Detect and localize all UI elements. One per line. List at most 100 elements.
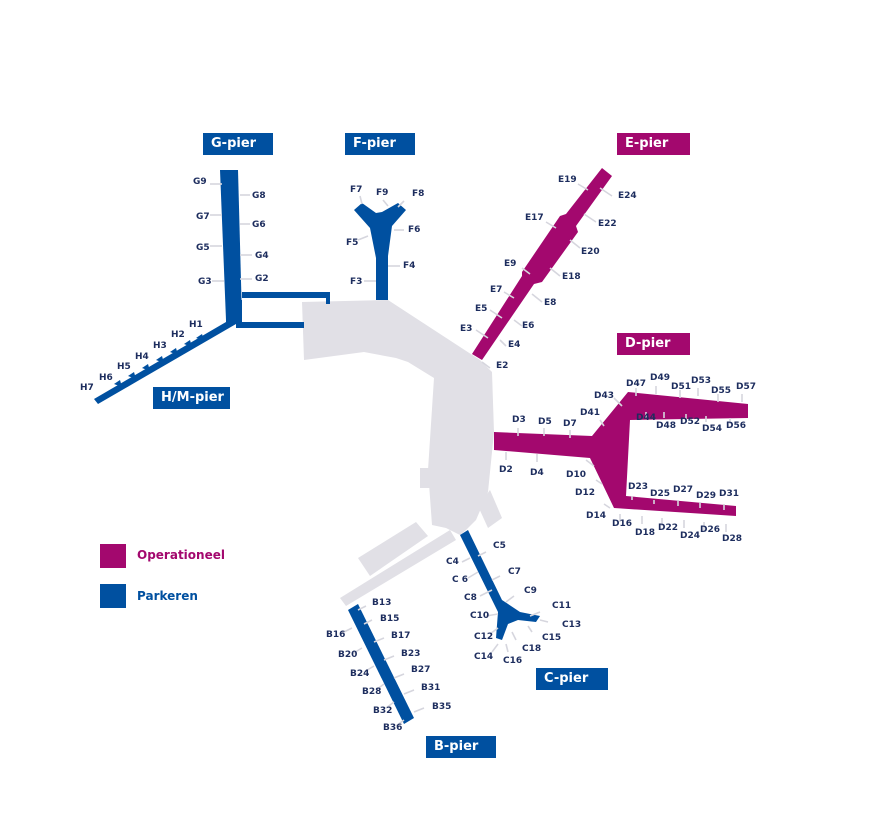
gate-label[interactable]: D26 [700, 525, 720, 535]
gate-label[interactable]: D43 [594, 391, 614, 401]
gate-label[interactable]: D7 [563, 419, 577, 429]
gate-label[interactable]: G8 [252, 191, 266, 201]
gate-label[interactable]: D3 [512, 415, 526, 425]
gate-label[interactable]: G4 [255, 251, 269, 261]
gate-label[interactable]: E17 [525, 213, 544, 223]
gate-label[interactable]: C11 [552, 601, 571, 611]
gate-label[interactable]: B15 [380, 614, 399, 624]
gate-label[interactable]: D16 [612, 519, 632, 529]
gate-label[interactable]: G6 [252, 220, 266, 230]
gate-label[interactable]: C14 [474, 652, 493, 662]
gate-label[interactable]: E18 [562, 272, 581, 282]
gate-label[interactable]: C10 [470, 611, 489, 621]
gate-label[interactable]: C 6 [452, 575, 468, 585]
gate-label[interactable]: B20 [338, 650, 357, 660]
gate-label[interactable]: F7 [350, 185, 362, 195]
gate-label[interactable]: D18 [635, 528, 655, 538]
gate-label[interactable]: F8 [412, 189, 424, 199]
gate-label[interactable]: H5 [117, 362, 131, 372]
gate-label[interactable]: H4 [135, 352, 149, 362]
gate-label[interactable]: E5 [475, 304, 487, 314]
gate-label[interactable]: D52 [680, 417, 700, 427]
gate-label[interactable]: D4 [530, 468, 544, 478]
gate-label[interactable]: B13 [372, 598, 391, 608]
gate-label[interactable]: D28 [722, 534, 742, 544]
gate-label[interactable]: E8 [544, 298, 556, 308]
gate-label[interactable]: D31 [719, 489, 739, 499]
gate-label[interactable]: B32 [373, 706, 392, 716]
gate-label[interactable]: D41 [580, 408, 600, 418]
gate-label[interactable]: E7 [490, 285, 502, 295]
gate-label[interactable]: D22 [658, 523, 678, 533]
gate-label[interactable]: D57 [736, 382, 756, 392]
gate-label[interactable]: G7 [196, 212, 210, 222]
gate-label[interactable]: C8 [464, 593, 477, 603]
gate-label[interactable]: B17 [391, 631, 410, 641]
hm-pier-label[interactable]: H/M-pier [153, 387, 230, 409]
gate-label[interactable]: E9 [504, 259, 516, 269]
gate-label[interactable]: E19 [558, 175, 577, 185]
gate-label[interactable]: B36 [383, 723, 402, 733]
gate-label[interactable]: H3 [153, 341, 167, 351]
f-pier-label[interactable]: F-pier [345, 133, 415, 155]
gate-label[interactable]: C5 [493, 541, 506, 551]
gate-label[interactable]: H2 [171, 330, 185, 340]
gate-label[interactable]: G5 [196, 243, 210, 253]
e-pier-label[interactable]: E-pier [617, 133, 690, 155]
gate-label[interactable]: C12 [474, 632, 493, 642]
gate-label[interactable]: G3 [198, 277, 212, 287]
gate-label[interactable]: G2 [255, 274, 269, 284]
gate-label[interactable]: D5 [538, 417, 552, 427]
gate-label[interactable]: D55 [711, 386, 731, 396]
gate-label[interactable]: H7 [80, 383, 94, 393]
gate-label[interactable]: D14 [586, 511, 606, 521]
c-pier-label[interactable]: C-pier [536, 668, 608, 690]
gate-label[interactable]: F6 [408, 225, 420, 235]
gate-label[interactable]: D47 [626, 379, 646, 389]
gate-label[interactable]: B28 [362, 687, 381, 697]
gate-label[interactable]: D29 [696, 491, 716, 501]
gate-label[interactable]: B35 [432, 702, 451, 712]
gate-label[interactable]: H6 [99, 373, 113, 383]
gate-label[interactable]: D25 [650, 489, 670, 499]
gate-label[interactable]: D54 [702, 424, 722, 434]
gate-label[interactable]: D10 [566, 470, 586, 480]
gate-label[interactable]: D49 [650, 373, 670, 383]
gate-label[interactable]: E20 [581, 247, 600, 257]
b-pier-label[interactable]: B-pier [426, 736, 496, 758]
gate-label[interactable]: D24 [680, 531, 700, 541]
gate-label[interactable]: D48 [656, 421, 676, 431]
gate-label[interactable]: C7 [508, 567, 521, 577]
gate-label[interactable]: F3 [350, 277, 362, 287]
gate-label[interactable]: H1 [189, 320, 203, 330]
gate-label[interactable]: B27 [411, 665, 430, 675]
gate-label[interactable]: D56 [726, 421, 746, 431]
gate-label[interactable]: G9 [193, 177, 207, 187]
gate-label[interactable]: E6 [522, 321, 534, 331]
gate-label[interactable]: C18 [522, 644, 541, 654]
gate-label[interactable]: E24 [618, 191, 637, 201]
gate-label[interactable]: C9 [524, 586, 537, 596]
gate-label[interactable]: D51 [671, 382, 691, 392]
gate-label[interactable]: D2 [499, 465, 513, 475]
gate-label[interactable]: D53 [691, 376, 711, 386]
gate-label[interactable]: B16 [326, 630, 345, 640]
gate-label[interactable]: F4 [403, 261, 415, 271]
gate-label[interactable]: E2 [496, 361, 508, 371]
gate-label[interactable]: C15 [542, 633, 561, 643]
gate-label[interactable]: F9 [376, 188, 388, 198]
gate-label[interactable]: F5 [346, 238, 358, 248]
gate-label[interactable]: C4 [446, 557, 459, 567]
d-pier-label[interactable]: D-pier [617, 333, 690, 355]
gate-label[interactable]: D44 [636, 413, 656, 423]
gate-label[interactable]: B23 [401, 649, 420, 659]
gate-label[interactable]: D23 [628, 482, 648, 492]
gate-label[interactable]: E3 [460, 324, 472, 334]
gate-label[interactable]: D27 [673, 485, 693, 495]
g-pier-label[interactable]: G-pier [203, 133, 273, 155]
gate-label[interactable]: B31 [421, 683, 440, 693]
gate-label[interactable]: B24 [350, 669, 369, 679]
gate-label[interactable]: D12 [575, 488, 595, 498]
gate-label[interactable]: E4 [508, 340, 520, 350]
gate-label[interactable]: E22 [598, 219, 617, 229]
